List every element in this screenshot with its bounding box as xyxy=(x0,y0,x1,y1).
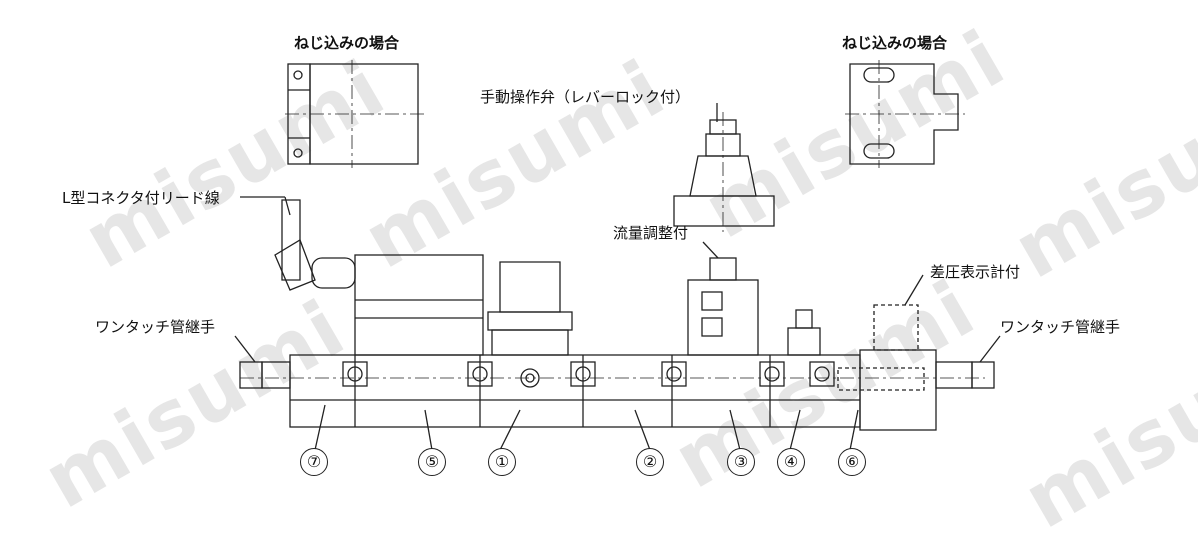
solenoid-unit xyxy=(274,199,484,356)
part-number-1: ① xyxy=(488,448,516,476)
part-number-7: ⑦ xyxy=(300,448,328,476)
screw-title-right: ねじ込みの場合 xyxy=(842,34,948,52)
screw-detail-right xyxy=(845,60,965,168)
part-number-2: ② xyxy=(636,448,664,476)
manifold-body xyxy=(240,349,985,431)
regulator xyxy=(487,261,573,356)
valve-4 xyxy=(787,309,821,356)
diff-gauge-label: 差圧表示計付 xyxy=(930,263,1021,281)
manual-valve-label: 手動操作弁（レバーロック付） xyxy=(480,88,691,106)
part-number-4: ④ xyxy=(777,448,805,476)
part-number-5: ⑤ xyxy=(418,448,446,476)
l-connector-label: L型コネクタ付リード線 xyxy=(62,189,220,207)
screw-detail-left xyxy=(285,60,425,168)
manual-valve-detail xyxy=(673,112,775,232)
equipment-drawing xyxy=(234,60,1001,451)
fittings xyxy=(239,361,995,389)
part-number-6: ⑥ xyxy=(838,448,866,476)
flow-adjust-unit xyxy=(687,257,759,356)
fitting-left-label: ワンタッチ管継手 xyxy=(95,318,216,336)
screw-title-left: ねじ込みの場合 xyxy=(294,34,400,52)
diff-gauge xyxy=(837,304,925,391)
fitting-right-label: ワンタッチ管継手 xyxy=(1000,318,1121,336)
part-number-3: ③ xyxy=(727,448,755,476)
flow-adjust-label: 流量調整付 xyxy=(613,224,689,242)
